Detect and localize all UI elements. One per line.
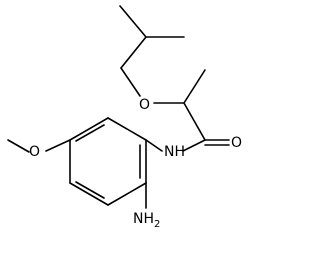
ring-bond-2 <box>107 182 147 206</box>
ring-bond-3 <box>69 182 109 206</box>
amine-subscript: 2 <box>154 219 160 230</box>
amine-nh2-label: NH2 <box>133 211 160 230</box>
ring-inner-bond-2 <box>75 181 105 199</box>
bond-isobutyl-ch2 <box>120 67 141 97</box>
bond-methoxy-methyl <box>7 139 30 153</box>
ring-inner-bond-3 <box>75 124 105 142</box>
ring-bond-5 <box>69 117 109 141</box>
bond-isobutyl-methyl-1 <box>119 5 147 38</box>
carbonyl-oxygen-label: O <box>231 135 242 151</box>
bond-ring-methoxy-o <box>45 139 71 152</box>
bond-carbonyl-n <box>182 139 206 152</box>
ether-oxygen-label: O <box>139 97 150 113</box>
amine-nh-text: NH <box>133 211 154 227</box>
bond-n-ring <box>145 139 163 152</box>
ring-bond-6 <box>107 117 147 141</box>
molecule-structure: O O NH NH2 O <box>7 5 242 230</box>
amide-nh-label: NH <box>164 144 185 160</box>
bond-ch-carbonyl <box>183 102 206 141</box>
bond-isobutyl-ch <box>120 36 147 69</box>
methoxy-oxygen-label: O <box>29 144 40 160</box>
bond-ch-methyl <box>183 69 206 104</box>
